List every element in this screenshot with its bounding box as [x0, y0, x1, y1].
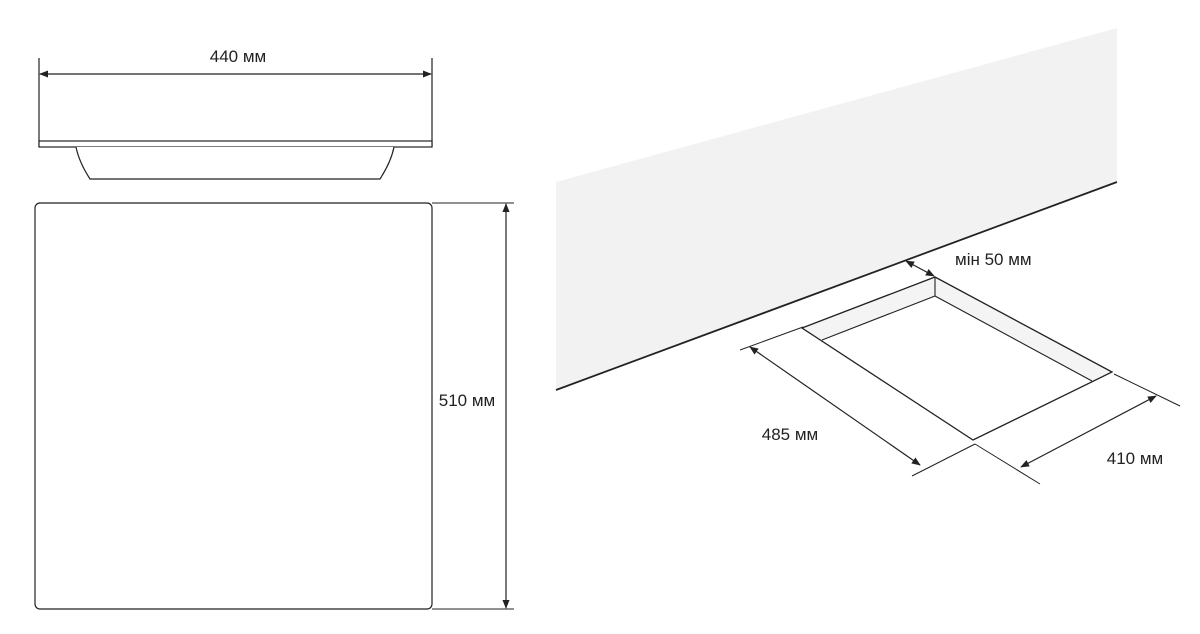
- wall-edge-line: [555, 181, 1118, 391]
- wall-surface: [556, 28, 1117, 390]
- length-extension-bottom: [911, 443, 976, 477]
- width-dimension-label: 440 мм: [210, 47, 266, 66]
- cutout-width-dimension-label: 410 мм: [1107, 449, 1163, 468]
- cutout-width-dimension-line: [1020, 395, 1157, 468]
- clearance-dimension-label: мін 50 мм: [955, 250, 1032, 269]
- cutout-view: мін 50 мм 485 мм 410 мм: [555, 28, 1181, 485]
- cutout-side-wall: [935, 277, 1112, 381]
- clearance-dimension-line: [905, 260, 935, 277]
- width-extension-right: [1113, 373, 1181, 407]
- length-extension-top: [739, 326, 804, 351]
- cutout-back-wall: [802, 277, 935, 340]
- glass-plate-profile: [38, 140, 433, 148]
- hob-top-outline: [34, 202, 433, 610]
- top-view: 510 мм: [34, 202, 514, 610]
- side-view: 440 мм: [38, 47, 433, 180]
- housing-profile: [75, 146, 395, 180]
- length-dimension-label: 485 мм: [762, 425, 818, 444]
- length-dimension-line: [749, 346, 921, 466]
- depth-dimension-label: 510 мм: [439, 391, 495, 410]
- width-extension-left: [974, 443, 1041, 485]
